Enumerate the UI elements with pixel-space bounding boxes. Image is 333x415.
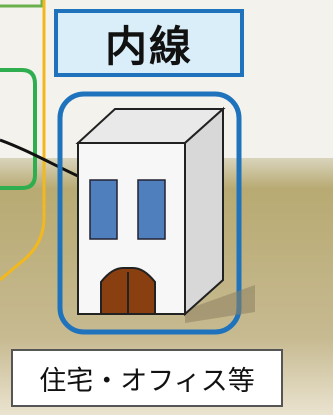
orange-connector-line bbox=[0, 0, 46, 282]
green-connector-line bbox=[0, 68, 37, 190]
left-window bbox=[89, 179, 118, 240]
right-window bbox=[137, 179, 166, 240]
building-shadow bbox=[185, 285, 255, 323]
building-frame bbox=[57, 91, 242, 335]
top-left-box-edge bbox=[0, 0, 44, 8]
building-icon bbox=[75, 106, 255, 323]
title-label: 内線 bbox=[54, 9, 244, 77]
caption-label: 住宅・オフィス等 bbox=[11, 349, 283, 407]
black-wire bbox=[0, 138, 81, 179]
building-side bbox=[184, 106, 224, 317]
